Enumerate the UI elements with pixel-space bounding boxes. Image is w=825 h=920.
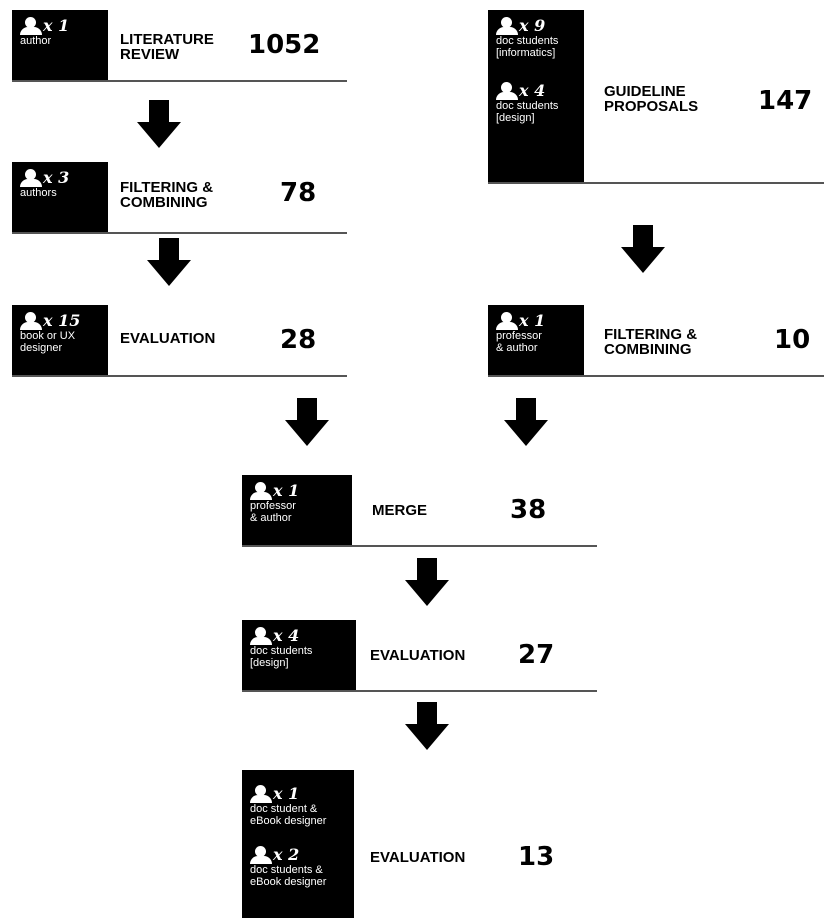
participant-count: x 1 <box>43 16 70 35</box>
participant-group: x 9 doc students [informatics] <box>496 16 580 59</box>
participant-badge: x 3 authors <box>12 162 108 232</box>
step-count: 27 <box>518 640 555 670</box>
participant-count: x 4 <box>273 626 300 645</box>
participant-role: doc students [informatics] <box>496 35 559 59</box>
participant-group: x 4 doc students [design] <box>250 626 352 669</box>
participant-group: x 2 doc students & eBook designer <box>250 845 350 888</box>
participant-badge: x 9 doc students [informatics] x 4 doc s… <box>488 10 584 182</box>
person-icon <box>250 482 272 500</box>
step-count: 147 <box>758 86 813 116</box>
person-icon <box>20 312 42 330</box>
participant-badge: x 4 doc students [design] <box>242 620 356 690</box>
participant-group: x 4 doc students [design] <box>496 81 580 124</box>
down-arrow-icon <box>405 702 449 750</box>
step-merge: x 1 professor & author MERGE 38 <box>242 475 597 547</box>
step-literature-review: x 1 author LITERATURE REVIEW 1052 <box>12 10 347 82</box>
participant-role: authors <box>20 187 57 199</box>
participant-count: x 1 <box>273 784 300 803</box>
step-label: EVALUATION <box>120 330 216 347</box>
person-icon <box>496 312 518 330</box>
step-label: MERGE <box>372 502 428 519</box>
participant-role: book or UX designer <box>20 330 76 354</box>
participant-count: x 9 <box>519 16 546 35</box>
participant-role: doc students & eBook designer <box>250 864 327 888</box>
step-evaluation-left: x 15 book or UX designer EVALUATION 28 <box>12 305 347 377</box>
participant-badge: x 15 book or UX designer <box>12 305 108 375</box>
down-arrow-icon <box>147 238 191 286</box>
participant-role: professor & author <box>250 500 296 524</box>
participant-group: x 1 author <box>20 16 104 47</box>
participant-badge: x 1 author <box>12 10 108 80</box>
participant-role: professor & author <box>496 330 542 354</box>
step-label: GUIDELINE PROPOSALS <box>604 83 699 115</box>
participant-badge: x 1 professor & author <box>242 475 352 545</box>
step-filtering-combining-left: x 3 authors FILTERING & COMBINING 78 <box>12 162 347 234</box>
participant-group: x 1 professor & author <box>250 481 348 524</box>
down-arrow-icon <box>405 558 449 606</box>
participant-count: x 15 <box>43 311 81 330</box>
step-label: FILTERING & COMBINING <box>120 179 214 211</box>
participant-role: doc students [design] <box>250 645 313 669</box>
participant-count: x 4 <box>519 81 546 100</box>
person-icon <box>250 785 272 803</box>
person-icon <box>496 17 518 35</box>
step-label: EVALUATION <box>370 647 466 664</box>
step-guideline-proposals: x 9 doc students [informatics] x 4 doc s… <box>488 10 824 184</box>
down-arrow-icon <box>621 225 665 273</box>
step-count: 28 <box>280 325 317 355</box>
participant-group: x 3 authors <box>20 168 104 199</box>
step-evaluation-design: x 4 doc students [design] EVALUATION 27 <box>242 620 597 692</box>
step-count: 13 <box>518 842 555 872</box>
participant-group: x 1 doc student & eBook designer <box>250 784 350 827</box>
step-label: EVALUATION <box>370 849 466 866</box>
down-arrow-icon <box>137 100 181 148</box>
participant-badge: x 1 professor & author <box>488 305 584 375</box>
step-count: 1052 <box>248 30 321 60</box>
participant-role: doc student & eBook designer <box>250 803 327 827</box>
down-arrow-icon <box>504 398 548 446</box>
step-evaluation-ebook: x 1 doc student & eBook designer x 2 doc… <box>242 770 597 918</box>
step-count: 10 <box>774 325 811 355</box>
step-count: 38 <box>510 495 547 525</box>
step-label: FILTERING & COMBINING <box>604 326 698 358</box>
step-label: LITERATURE REVIEW <box>120 31 214 63</box>
step-filtering-combining-right: x 1 professor & author FILTERING & COMBI… <box>488 305 824 377</box>
participant-group: x 1 professor & author <box>496 311 580 354</box>
person-icon <box>20 17 42 35</box>
down-arrow-icon <box>285 398 329 446</box>
person-icon <box>20 169 42 187</box>
participant-role: author <box>20 35 52 47</box>
participant-count: x 1 <box>519 311 546 330</box>
participant-badge: x 1 doc student & eBook designer x 2 doc… <box>242 770 354 918</box>
participant-role: doc students [design] <box>496 100 559 124</box>
participant-count: x 1 <box>273 481 300 500</box>
participant-count: x 2 <box>273 845 300 864</box>
step-count: 78 <box>280 178 317 208</box>
participant-count: x 3 <box>43 168 70 187</box>
person-icon <box>496 82 518 100</box>
person-icon <box>250 846 272 864</box>
participant-group: x 15 book or UX designer <box>20 311 104 354</box>
person-icon <box>250 627 272 645</box>
